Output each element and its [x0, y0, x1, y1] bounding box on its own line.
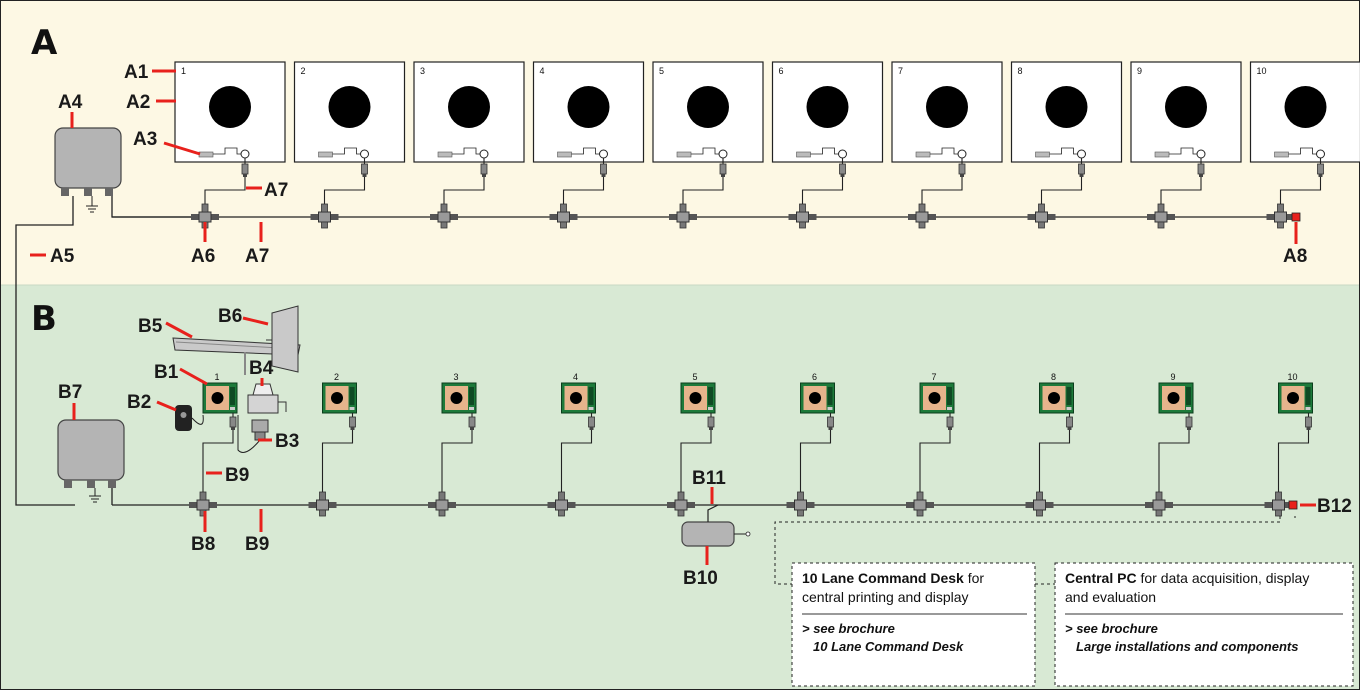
- callout-b4: B4: [249, 358, 274, 379]
- monitor-icon: 1: [202, 372, 238, 414]
- central-pc-title-rest: for data acquisition, display: [1137, 570, 1310, 586]
- callout-b9-bottom: B9: [245, 534, 269, 555]
- remote-icon: [175, 405, 204, 431]
- monitor-icon: 4: [561, 372, 596, 414]
- lane-number: 10: [1257, 66, 1267, 76]
- callout-a7-bottom: A7: [245, 246, 269, 267]
- lane-number: 6: [812, 372, 817, 382]
- command-desk-title: 10 Lane Command Desk: [802, 570, 964, 586]
- callouts-a: A1 A2 A3 A4 A5 A6 A7 A7 A8: [30, 62, 1307, 267]
- callout-b10: B10: [683, 568, 718, 589]
- target-icon: 4: [532, 61, 645, 163]
- lane-number: 3: [453, 372, 458, 382]
- central-pc-box: Central PC for data acquisition, display…: [1054, 562, 1354, 687]
- monitor-icon: 10: [1278, 372, 1313, 414]
- command-desk-ref1: > see brochure: [802, 621, 895, 636]
- lane-number: 2: [301, 66, 306, 76]
- command-desk-device: [681, 504, 751, 547]
- central-pc-line2: and evaluation: [1065, 589, 1156, 605]
- callout-b12: B12: [1317, 496, 1352, 517]
- lane-number: 7: [898, 66, 903, 76]
- monitor-icon: 6: [800, 372, 835, 414]
- ground-icon: [86, 196, 98, 213]
- lane-number: 9: [1137, 66, 1142, 76]
- printer-icon: [247, 383, 287, 414]
- command-desk-line2: central printing and display: [802, 589, 969, 605]
- device-b3: [251, 419, 269, 441]
- dashed-link-desk: [774, 516, 1281, 585]
- lane-number: 8: [1018, 66, 1023, 76]
- terminator-icon: [1288, 500, 1298, 510]
- target-icon: 5: [652, 61, 764, 163]
- cable-b3: [237, 415, 261, 453]
- lane-number: 7: [931, 372, 936, 382]
- target-icon: 7: [891, 61, 1003, 163]
- monitor-icon: 5: [680, 372, 716, 414]
- central-pc-ref2: Large installations and components: [1076, 639, 1298, 654]
- lane-number: 6: [779, 66, 784, 76]
- target-icon: 10: [1249, 61, 1360, 163]
- callout-a3: A3: [133, 129, 157, 150]
- cable-a5: [15, 196, 75, 506]
- svg-text:Central PC for data acquisitio: Central PC for data acquisition, display: [1065, 570, 1309, 586]
- monitors-row: 1 2 3 4 5 6 7 8 9 10: [188, 372, 1313, 517]
- callout-b2: B2: [127, 392, 151, 413]
- target-icon: 3: [413, 61, 525, 163]
- command-desk-box: 10 Lane Command Desk for central printin…: [791, 562, 1036, 687]
- target-icon: 9: [1130, 61, 1242, 163]
- callout-a8: A8: [1283, 246, 1307, 267]
- monitor-icon: 7: [919, 372, 955, 414]
- lane-number: 8: [1051, 372, 1056, 382]
- lane-number: 1: [214, 372, 219, 382]
- targets-row: 1 2 3 4 5 6 7 8 9 10: [174, 61, 1360, 229]
- callout-a6: A6: [191, 246, 215, 267]
- monitor-icon: 2: [322, 372, 357, 414]
- command-desk-ref2: 10 Lane Command Desk: [813, 639, 964, 654]
- monitor-icon: 9: [1158, 372, 1194, 414]
- lane-number: 4: [540, 66, 545, 76]
- ground-icon: [89, 488, 101, 503]
- lane-number: 2: [334, 372, 339, 382]
- command-desk-title-rest: for: [964, 570, 985, 586]
- lane-number: 1: [181, 66, 186, 76]
- terminator-icon: [1291, 212, 1301, 222]
- callout-b1: B1: [154, 362, 179, 383]
- screen-b6: [266, 305, 299, 373]
- lane-number: 5: [692, 372, 697, 382]
- target-icon: 1: [174, 61, 286, 163]
- callout-b6: B6: [218, 306, 242, 327]
- callout-a4: A4: [58, 92, 83, 113]
- target-icon: 2: [293, 61, 406, 163]
- callout-a7-top: A7: [264, 180, 288, 201]
- callout-a1: A1: [124, 62, 149, 83]
- callout-a5: A5: [50, 246, 75, 267]
- junction-box-icon: [54, 127, 122, 197]
- monitor-icon: 8: [1039, 372, 1074, 414]
- lane-number: 9: [1170, 372, 1175, 382]
- lane-number: 10: [1287, 372, 1297, 382]
- callout-b9-top: B9: [225, 465, 249, 486]
- callouts-b: B1 B2 B3 B4 B5 B6 B7 B8 B9 B9 B10 B11 B1…: [58, 306, 1352, 589]
- callout-b5: B5: [138, 316, 163, 337]
- callout-b11: B11: [692, 468, 726, 489]
- junction-box-icon: [57, 419, 125, 489]
- central-pc-ref1: > see brochure: [1065, 621, 1158, 636]
- lane-number: 4: [573, 372, 578, 382]
- svg-text:10 Lane Command Desk for: 10 Lane Command Desk for: [802, 570, 984, 586]
- lane-number: 5: [659, 66, 664, 76]
- central-pc-title: Central PC: [1065, 570, 1137, 586]
- callout-b8: B8: [191, 534, 215, 555]
- section-a-label: A: [31, 23, 58, 63]
- section-b-label: B: [31, 299, 57, 339]
- bus-cable-a-start: [111, 187, 200, 218]
- lane-number: 3: [420, 66, 425, 76]
- target-icon: 8: [1010, 61, 1123, 163]
- callout-a2: A2: [126, 92, 150, 113]
- monitor-icon: 3: [441, 372, 477, 414]
- target-icon: 6: [771, 61, 884, 163]
- callout-b7: B7: [58, 382, 82, 403]
- callout-b3: B3: [275, 431, 299, 452]
